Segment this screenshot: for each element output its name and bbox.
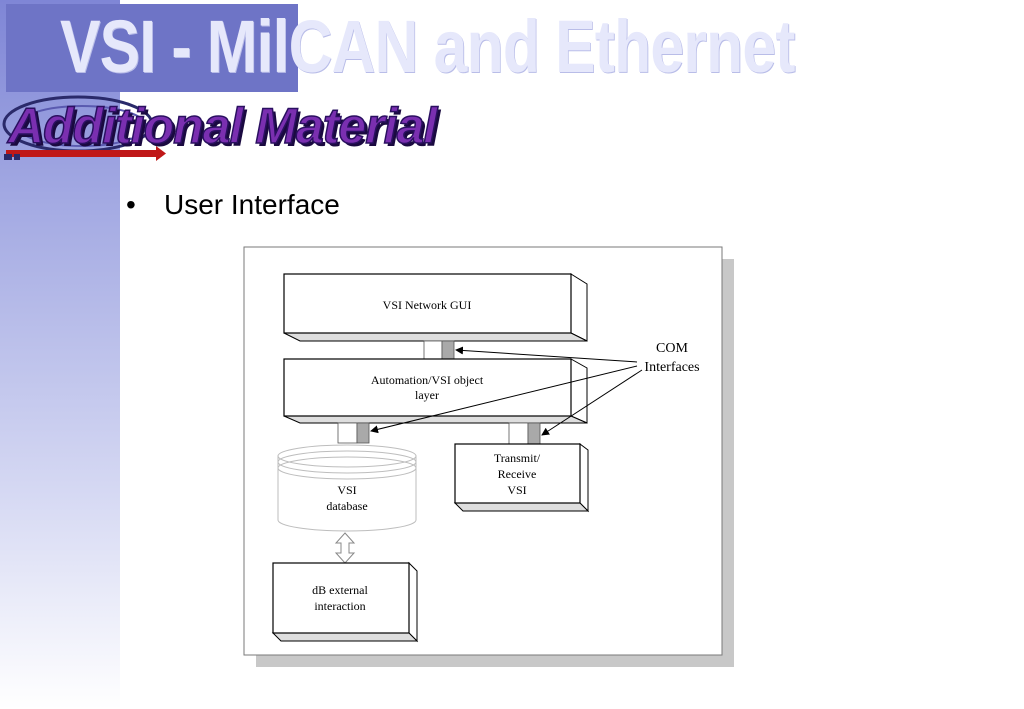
transmit-box-line1: Transmit/ xyxy=(494,451,541,465)
swoosh-logo xyxy=(2,95,166,161)
automation-box-line1: Automation/VSI object xyxy=(371,373,484,387)
bullet-marker: • xyxy=(126,189,136,220)
database-connector xyxy=(337,422,370,444)
sidebar-gradient xyxy=(0,0,120,709)
automation-box: Automation/VSI object layer xyxy=(283,358,588,424)
automation-box-line2: layer xyxy=(415,388,439,402)
com-arrow-transmit xyxy=(541,369,643,436)
transmit-box-line2: Receive xyxy=(498,467,537,481)
external-box: dB external interaction xyxy=(271,561,419,643)
com-arrow-database xyxy=(370,365,638,434)
gui-connector xyxy=(423,340,455,360)
database-line1: VSI xyxy=(337,483,356,497)
bullet-text: User Interface xyxy=(164,189,340,220)
subtitle-banner: Additional Material xyxy=(0,88,438,168)
gui-box-label: VSI Network GUI xyxy=(383,298,472,312)
external-box-line2: interaction xyxy=(314,599,365,613)
external-box-line1: dB external xyxy=(312,583,368,597)
com-arrow-gui xyxy=(455,346,638,363)
com-label-line2: Interfaces xyxy=(644,360,699,375)
com-label-line1: COM xyxy=(656,341,688,356)
slide-subtitle: Additional Material xyxy=(7,97,438,155)
bullet-item: • User Interface xyxy=(126,187,340,223)
slide-title: VSI - MilCAN and Ethernet xyxy=(60,5,796,88)
gui-box: VSI Network GUI xyxy=(283,273,588,342)
database-cylinder: VSI database xyxy=(277,444,417,532)
transmit-box-line3: VSI xyxy=(507,483,526,497)
transmit-box: Transmit/ Receive VSI xyxy=(453,443,590,513)
transmit-connector xyxy=(508,422,541,445)
database-line2: database xyxy=(326,499,367,513)
title-backdrop xyxy=(6,4,298,92)
